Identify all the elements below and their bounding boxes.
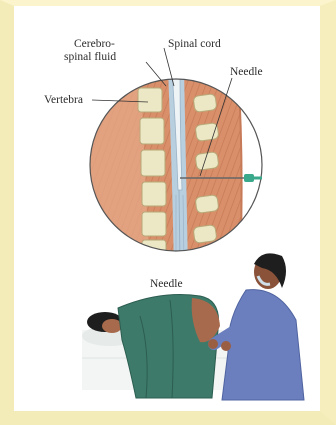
label-needle-top: Needle: [230, 66, 263, 79]
label-csf-line1: Cerebro-: [74, 38, 115, 51]
clinician-scrubs: [222, 290, 304, 400]
magnified-spine-view: [90, 60, 262, 280]
patient-scene: [82, 253, 304, 400]
label-spinal-cord: Spinal cord: [168, 38, 221, 51]
label-csf-line2: spinal fluid: [64, 51, 116, 64]
label-needle-bottom: Needle: [150, 278, 183, 291]
label-vertebra: Vertebra: [44, 94, 83, 107]
